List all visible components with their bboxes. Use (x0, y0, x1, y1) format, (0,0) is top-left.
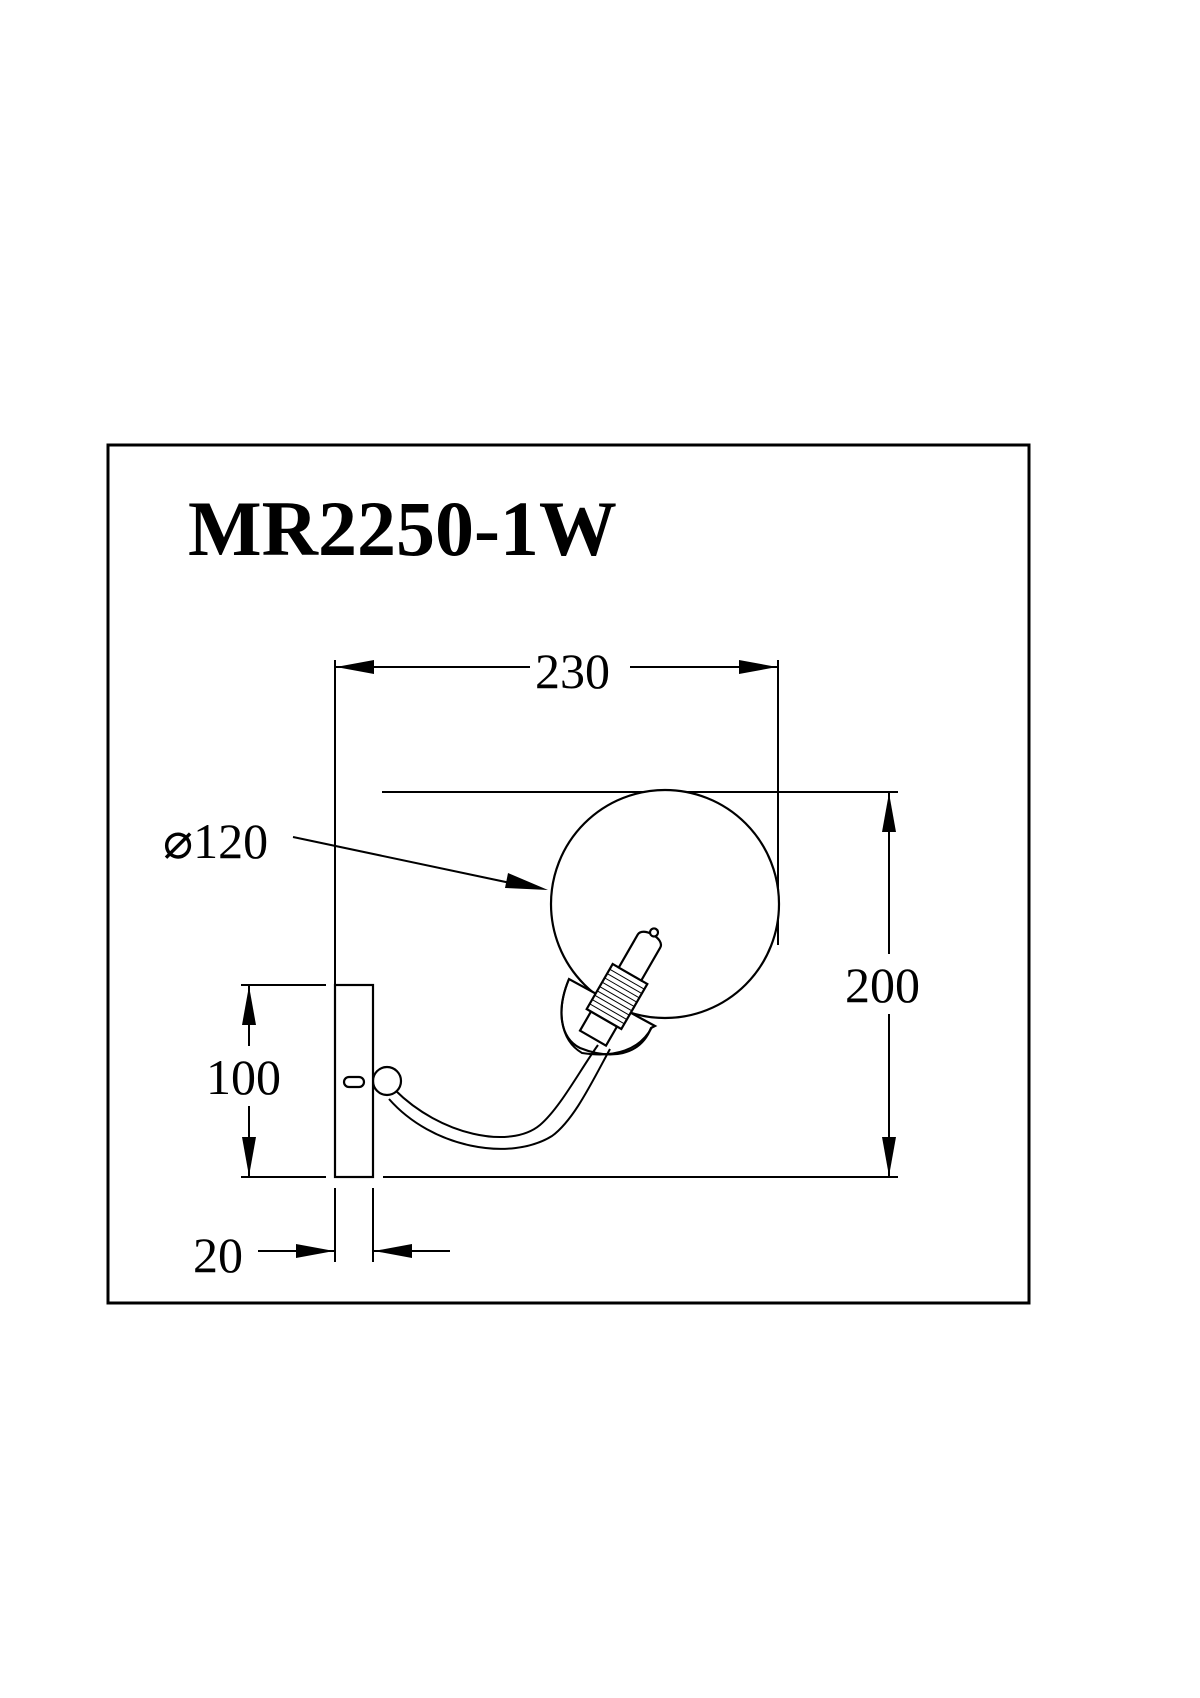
dimension-diameter: ⌀120 (163, 813, 548, 890)
backplate-height-label: 100 (206, 1049, 281, 1105)
arrow-left-icon (336, 660, 374, 674)
arrow-down-icon (242, 1137, 256, 1176)
dimension-height: 200 (382, 791, 920, 1178)
dimension-backplate-depth: 20 (193, 1188, 450, 1283)
dimension-backplate-height: 100 (206, 984, 326, 1178)
arrow-up-icon (242, 986, 256, 1025)
globe-shade (549, 788, 781, 1020)
drawing-frame (106, 443, 1031, 1305)
arrow-up-icon (882, 793, 896, 832)
bulb-socket (578, 927, 663, 1048)
mounting-slot (342, 1075, 366, 1089)
arrow-right-icon (296, 1244, 334, 1258)
arrow-left-icon (374, 1244, 412, 1258)
diameter-label: ⌀120 (163, 813, 268, 869)
lamp (333, 788, 781, 1179)
dimension-width: 230 (334, 643, 779, 985)
model-title: MR2250-1W (188, 485, 617, 572)
arrow-down-icon (882, 1137, 896, 1176)
ball-joint (371, 1065, 403, 1097)
arrow-right-icon (739, 660, 777, 674)
arm (394, 1044, 599, 1138)
arrow-leader-icon (505, 873, 548, 890)
height-label: 200 (845, 957, 920, 1013)
backplate-depth-label: 20 (193, 1227, 243, 1283)
width-label: 230 (535, 643, 610, 699)
